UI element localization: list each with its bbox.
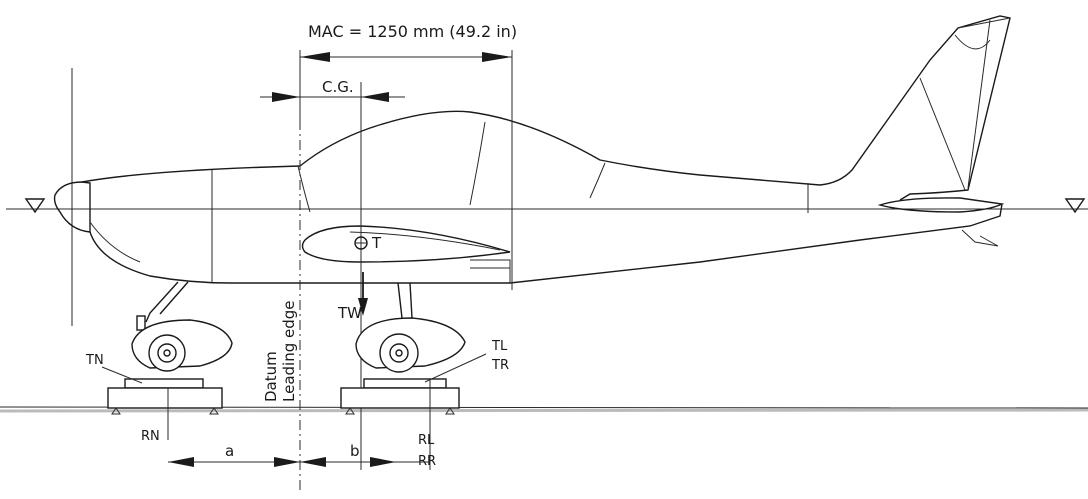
- t-label: T: [371, 234, 382, 252]
- rl-label: RL: [418, 433, 435, 448]
- level-triangle-right-icon: [1064, 198, 1086, 214]
- cg-label: C.G.: [322, 78, 354, 96]
- b-label: b: [350, 442, 360, 460]
- wing-airfoil: [301, 225, 511, 263]
- reference-level-line: [6, 198, 1088, 214]
- datum-label: Datum: [262, 351, 280, 402]
- tl-label: TL: [491, 339, 508, 354]
- dimension-b: b: [300, 442, 430, 467]
- cg-point: T: [354, 234, 382, 252]
- mac-dimension: MAC = 1250 mm (49.2 in): [300, 22, 517, 62]
- cg-dimension: C.G.: [260, 78, 405, 102]
- dimension-a: a: [168, 442, 300, 467]
- main-gear: TL TR RL RR: [340, 282, 509, 470]
- tw-label: TW: [337, 304, 362, 322]
- nose-gear: TN RN: [85, 281, 233, 444]
- fuselage: [53, 15, 1011, 284]
- rn-label: RN: [141, 429, 160, 444]
- level-triangle-left-icon: [24, 198, 46, 214]
- mac-label: MAC = 1250 mm (49.2 in): [308, 22, 517, 41]
- tr-label: TR: [491, 358, 509, 373]
- a-label: a: [225, 442, 234, 460]
- tn-label: TN: [85, 353, 104, 368]
- leading-edge-label: Leading edge: [280, 301, 298, 403]
- weight-arrow: TW: [337, 272, 368, 322]
